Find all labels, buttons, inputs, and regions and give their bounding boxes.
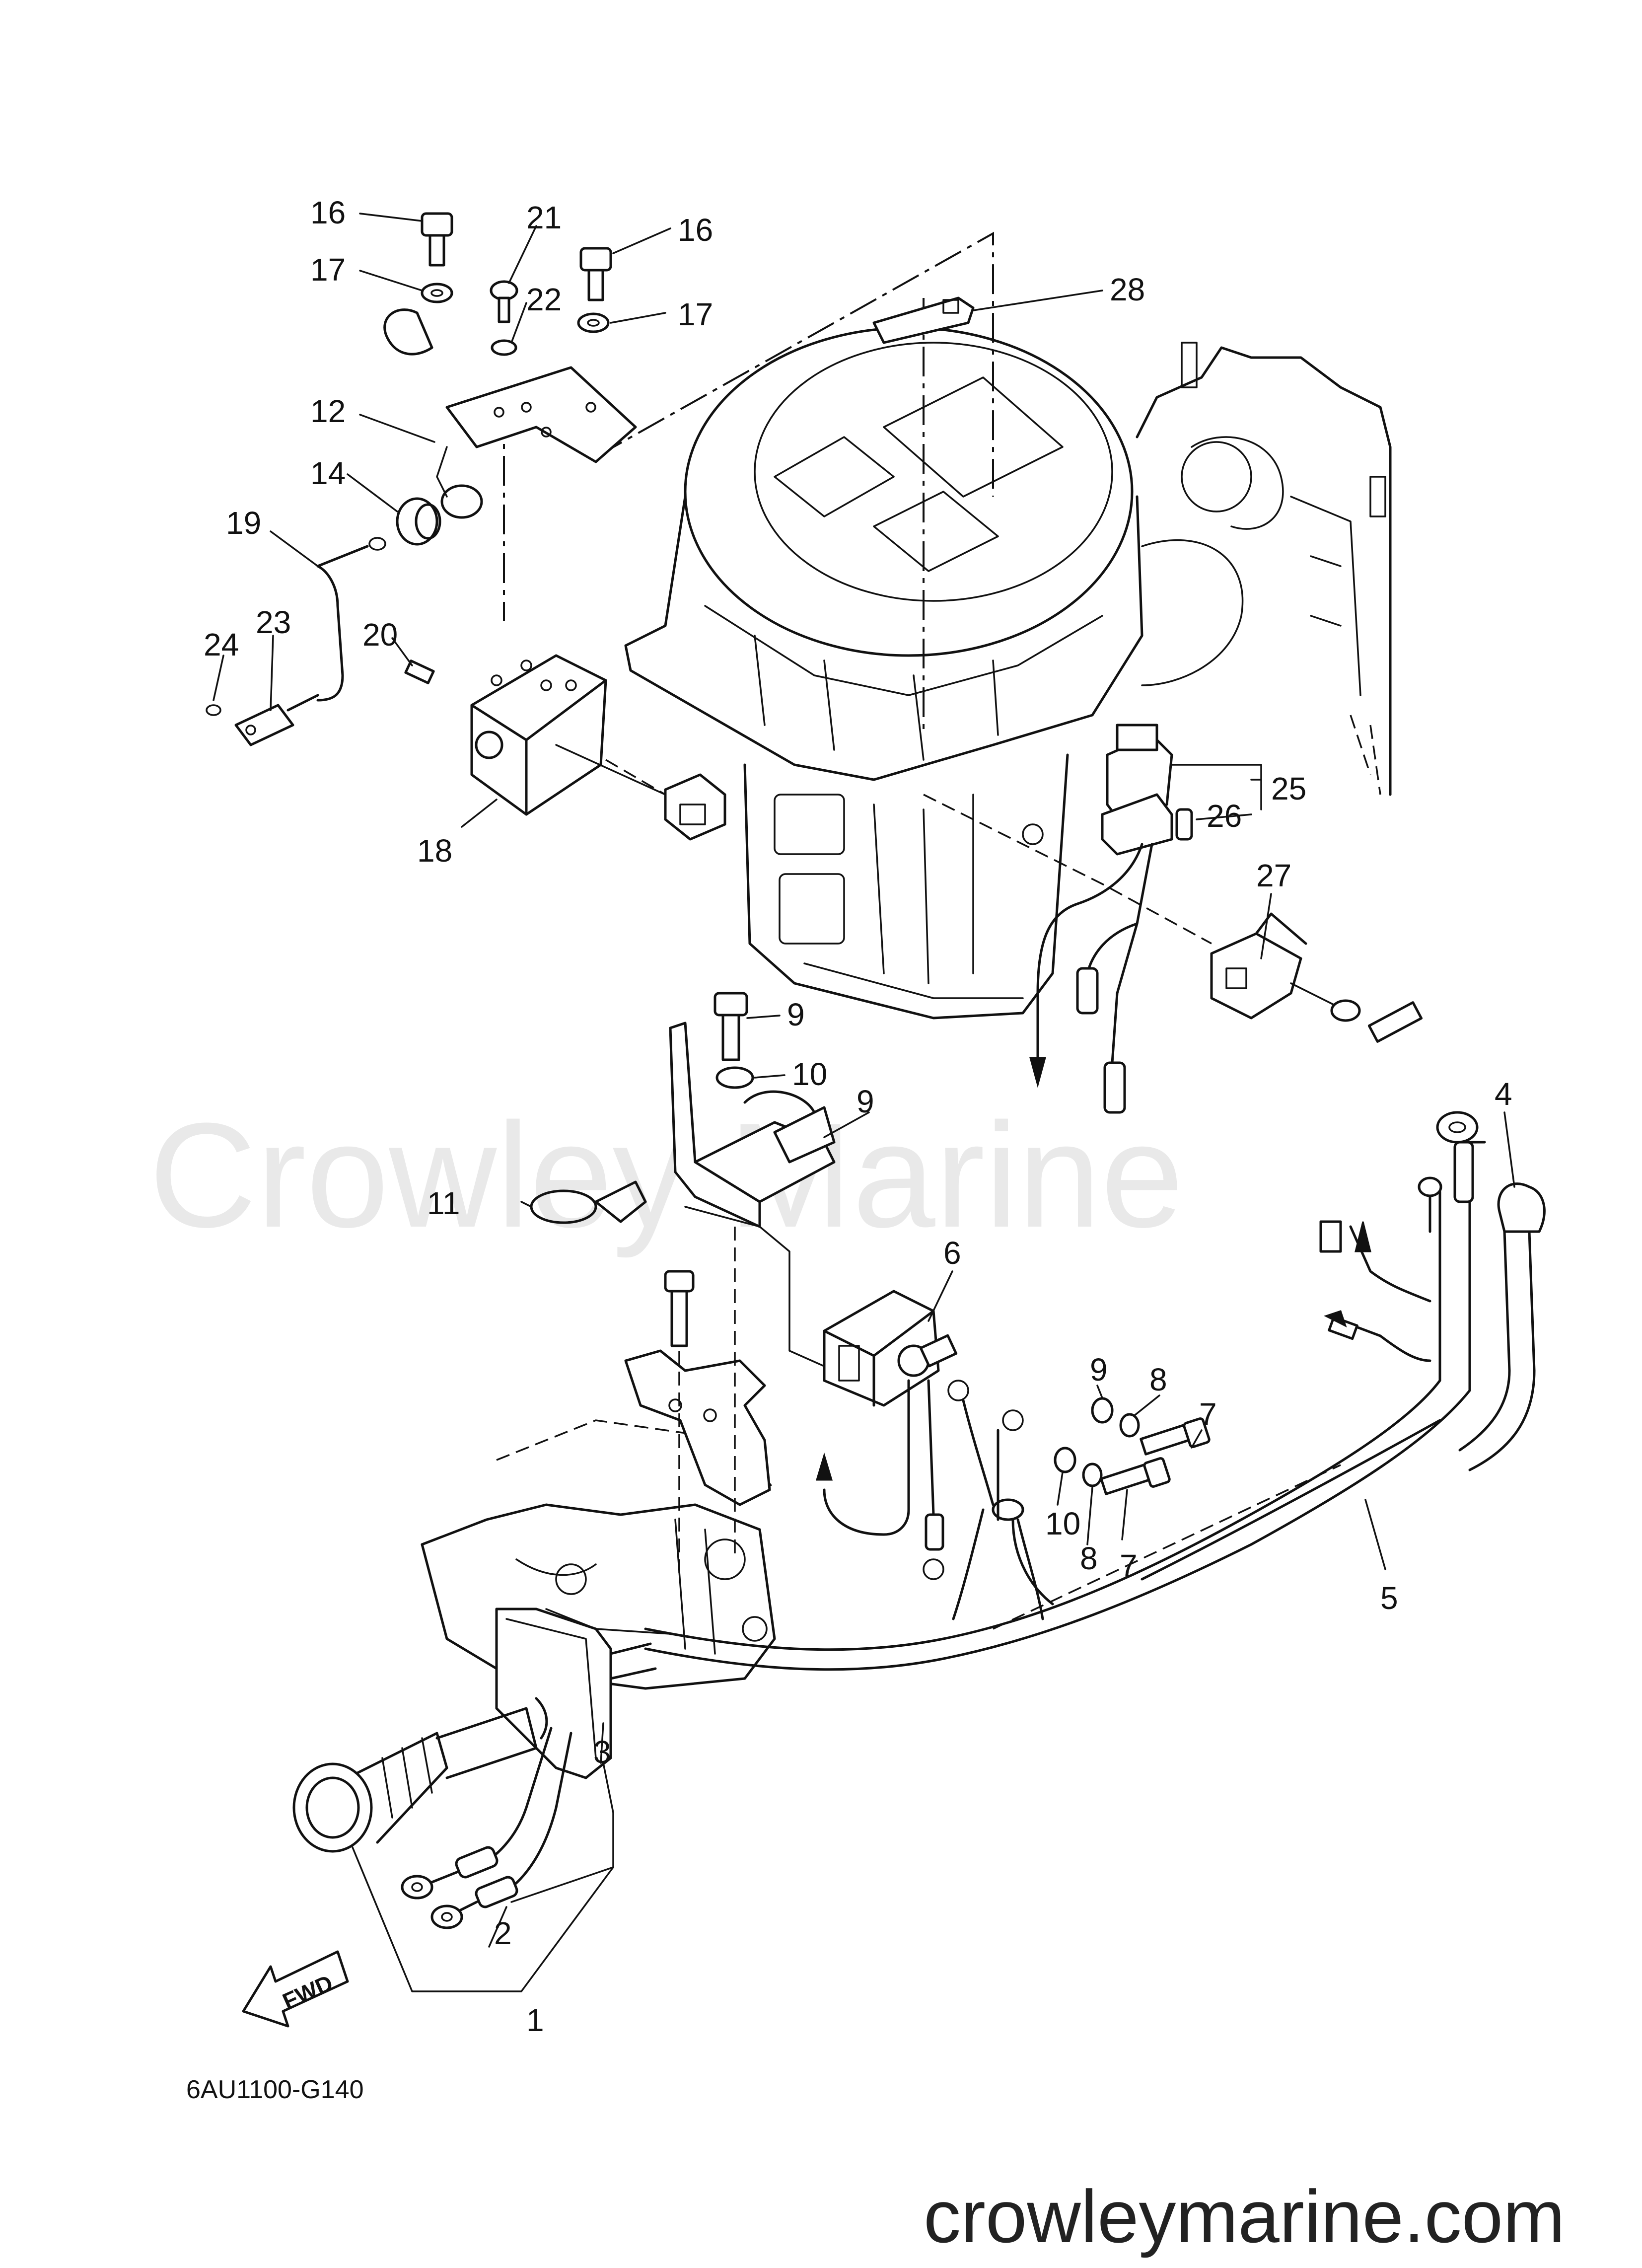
screw-21 [490, 280, 518, 323]
callout-10: 9 [857, 1084, 874, 1119]
callout-19: 19 [226, 505, 261, 541]
bottom-cowling [421, 1270, 776, 1690]
footer-url: crowleymarine.com [924, 2175, 1565, 2258]
callout-25: 25 [1271, 771, 1306, 806]
washer-9-lower [1054, 1447, 1076, 1473]
callout-14: 12 [310, 393, 346, 429]
callout-16b: 16 [678, 212, 713, 248]
leader-bracket [684, 1206, 835, 1372]
callout-20: 20 [362, 617, 398, 653]
bolt-11 [714, 992, 748, 1061]
callout-21: 21 [526, 200, 562, 235]
callout-22: 22 [526, 282, 562, 317]
callout-17a: 17 [310, 252, 346, 288]
grommet-3 [495, 1608, 657, 1779]
bolt-7-lower [1100, 1457, 1171, 1495]
pin-20 [404, 659, 435, 684]
callout-labels: 16 17 21 22 16 17 28 12 14 19 23 24 20 1… [204, 195, 1512, 2038]
callout-28: 28 [1110, 272, 1145, 307]
washer-12 [715, 1066, 754, 1089]
bolt-7-upper [1140, 1417, 1211, 1456]
callout-2: 2 [494, 1915, 512, 1951]
ring-24 [206, 704, 221, 716]
leader-lines [213, 213, 1515, 1992]
washer-8-lower [1082, 1463, 1103, 1487]
bracket-14 [383, 308, 637, 519]
watermark: Crowley Marine [149, 1092, 1184, 1259]
washer-17-right [577, 312, 610, 333]
callout-18: 18 [417, 833, 452, 869]
callout-9b: 10 [1045, 1506, 1080, 1541]
callout-7a: 7 [1199, 1396, 1217, 1432]
callout-9a: 9 [1090, 1352, 1108, 1388]
bracket-10 [669, 1022, 836, 1228]
washer-9-upper [1091, 1397, 1114, 1424]
wire-2 [401, 1727, 572, 1929]
callout-12: 10 [792, 1056, 827, 1092]
callout-7b: 7 [1120, 1548, 1138, 1584]
plug-1 [292, 1697, 548, 1853]
bolt-16-right [579, 247, 612, 301]
grommet-15 [396, 497, 441, 546]
callout-26: 26 [1207, 798, 1242, 834]
callout-6: 6 [943, 1235, 961, 1271]
clip-27 [1210, 912, 1423, 1043]
engine-powerhead [624, 326, 1392, 1020]
callout-5: 5 [1380, 1580, 1398, 1616]
harness-5 [644, 1111, 1546, 1671]
callout-8b: 8 [1080, 1540, 1098, 1576]
rod-19 [316, 537, 386, 702]
callout-13: 11 [427, 1185, 460, 1221]
diagram-code: 6AU1100-G140 [186, 2075, 364, 2104]
callout-17b: 17 [678, 296, 713, 332]
callout-4: 4 [1495, 1076, 1512, 1112]
rectifier-6 [815, 1290, 958, 1580]
terminal-23 [234, 694, 319, 746]
callout-24: 24 [204, 627, 239, 662]
washer-17-left [421, 283, 453, 303]
callout-8a: 8 [1149, 1362, 1167, 1397]
callout-23: 23 [256, 604, 291, 640]
callout-11: 9 [787, 997, 805, 1032]
callout-16a: 16 [310, 195, 346, 230]
callout-27: 27 [1256, 858, 1291, 893]
callout-15: 14 [310, 455, 346, 491]
callout-1: 1 [526, 2002, 544, 2038]
leader-bolt [678, 1227, 736, 1574]
cap-26 [1175, 808, 1193, 841]
relay-connector-25 [1029, 724, 1173, 1114]
leader-connector [923, 794, 1212, 945]
callout-3: 3 [593, 1734, 611, 1770]
tag-28 [872, 296, 975, 344]
fwd-arrow-icon: FWD [242, 1950, 349, 2028]
switch-block-18 [470, 654, 726, 841]
washer-22 [491, 339, 517, 356]
assembly-outline [503, 231, 994, 735]
washer-8-upper [1119, 1413, 1140, 1438]
bolt-16-left [421, 212, 453, 267]
